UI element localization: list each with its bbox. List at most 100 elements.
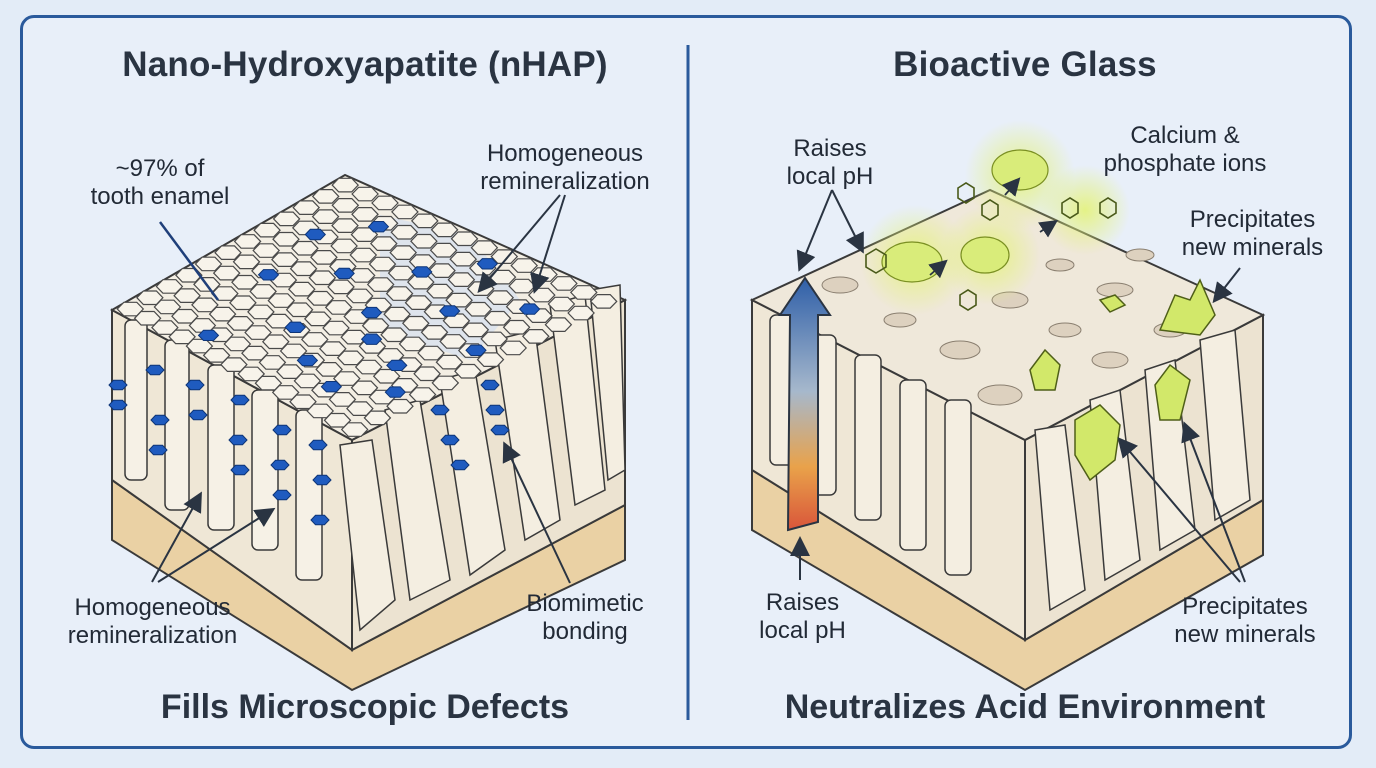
nhap-particle [230,394,250,406]
enamel-hexagon [527,287,556,303]
enamel-hexagon [331,198,360,213]
enamel-hexagon [417,345,445,361]
nhap-particle [333,267,355,280]
enamel-hexagon [232,254,261,270]
enamel-hexagon [233,234,262,249]
nhap-particle [439,305,461,317]
nhap-particle [284,321,306,333]
enamel-hexagon [285,302,314,318]
enamel-hexagon [470,240,499,256]
enamel-hexagon [547,296,576,312]
enamel-hexagon [386,398,414,414]
enamel-hexagon [428,263,456,278]
enamel-hexagon [349,247,378,263]
enamel-hexagon [449,251,478,267]
enamel-hexagon [408,387,437,402]
enamel-hexagon [306,290,335,306]
nhap-particle [257,269,280,281]
nhap-particle [148,444,168,456]
nhap-particle [270,459,290,471]
enamel-hexagon [289,261,318,277]
enamel-hexagon [351,186,379,202]
enamel-hexagon [398,336,427,352]
enamel-hexagon [383,306,411,322]
nhap-particle [518,303,541,315]
label-precipitates-bottom: Precipitates new minerals [1155,593,1335,649]
label-precipitates-top-line1: Precipitates [1189,206,1316,233]
label-precipitates-top: Precipitates new minerals [1160,206,1345,262]
enamel-hexagon [340,422,369,437]
nhap-particle [360,306,383,319]
nhap-particle [411,266,433,278]
nhap-particle [108,399,128,411]
nhap-enamel-block [108,173,628,692]
enamel-hexagon [476,352,505,367]
enamel-hexagon [330,238,358,254]
nhap-particle [480,379,500,391]
enamel-hexagon [267,293,296,308]
enamel-hexagon [401,315,430,331]
enamel-hexagon [567,305,595,321]
label-homogeneous-bottom-line1: Homogeneous [74,594,231,621]
enamel-hexagon [413,366,441,382]
enamel-hexagon [287,281,316,297]
label-ph-top: Raises local pH [760,135,900,191]
enamel-hexagon [390,224,419,240]
label-ions-line1: Calcium & [1130,122,1240,149]
enamel-hexagon [303,311,332,327]
enamel-hexagon [431,375,460,391]
label-ions: Calcium & phosphate ions [1080,122,1290,178]
nhap-particle [312,474,332,486]
nhap-particle [308,439,328,451]
label-homogeneous-top-line1: Homogeneous [486,140,644,167]
enamel-hexagon [272,231,300,247]
enamel-hexagon [351,207,379,222]
bioactive-glass-caption: Neutralizes Acid Environment [784,688,1266,726]
label-precipitates-top-line2: new minerals [1181,234,1324,261]
enamel-hexagon [486,290,515,305]
enamel-hexagon [371,195,399,211]
enamel-hexagon [385,286,414,301]
label-biomimetic-line2: bonding [542,618,628,645]
enamel-hexagon [291,240,319,256]
label-enamel-line2: tooth enamel [90,183,230,210]
enamel-hexagon [410,233,438,249]
nhap-particle [304,228,326,241]
nhap-particle [384,386,406,398]
enamel-hexagon [391,204,419,220]
enamel-hexagon [340,329,369,345]
enamel-hexagon [380,327,408,343]
enamel-hexagon [231,274,259,290]
enamel-hexagon [249,284,277,299]
nhap-particle [185,379,205,391]
enamel-hexagon [426,283,454,299]
label-ph-bottom-line2: local pH [759,617,846,644]
enamel-hexagon [550,276,578,291]
label-biomimetic-line1: Biomimetic [526,590,644,617]
nhap-particle [490,424,510,436]
enamel-hexagon [311,209,340,224]
nhap-particle [367,221,390,233]
nhap-particle [310,514,330,526]
label-ph-top-line1: Raises [793,135,867,162]
nhap-particle [150,414,170,426]
enamel-hexagon [521,329,550,344]
enamel-hexagon [404,295,433,310]
enamel-hexagon [271,252,299,267]
nhap-particle [440,434,460,446]
enamel-hexagon [420,325,449,340]
label-homogeneous-bottom-line2: remineralization [67,622,238,649]
enamel-hexagon [361,318,390,333]
enamel-hexagon [363,410,392,426]
label-precipitates-bottom-line1: Precipitates [1182,593,1308,620]
bioactive-glass-block [749,120,1266,692]
enamel-hexagon [324,300,353,315]
enamel-hexagon [387,265,416,281]
enamel-hexagon [389,245,418,260]
nhap-particle [430,404,450,416]
nhap-particle [450,459,470,471]
enamel-hexagon [454,363,482,379]
enamel-hexagon [488,269,517,285]
enamel-hexagon [345,288,374,304]
